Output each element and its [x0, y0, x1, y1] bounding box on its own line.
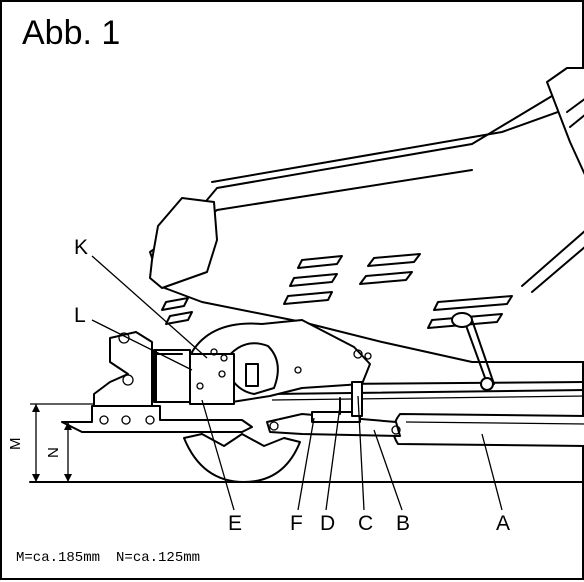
callout-l: L: [74, 304, 86, 327]
callout-f: F: [290, 512, 303, 535]
mount-plate-e: [153, 349, 191, 403]
front-roller: [183, 433, 301, 483]
rear-bar-a: [392, 413, 584, 447]
figure-title: Abb. 1: [22, 14, 121, 52]
callout-e: E: [228, 512, 242, 535]
link-arm-b: [266, 413, 401, 437]
front-bracket: [93, 331, 153, 407]
seat: [546, 67, 584, 176]
callout-c: C: [358, 512, 373, 535]
callout-d: D: [320, 512, 335, 535]
bracket-c: [351, 381, 363, 417]
dimension-n-value: N=ca.125mm: [116, 550, 201, 566]
dimension-n-label: N: [45, 447, 62, 458]
dimension-note: M=ca.185mm N=ca.125mm: [16, 550, 216, 566]
callout-b: B: [396, 512, 410, 535]
callout-k: K: [74, 236, 88, 259]
callout-a: A: [496, 512, 510, 535]
dimension-m-value: M=ca.185mm: [16, 550, 101, 566]
dimension-m-label: M: [7, 438, 24, 451]
front-deck: [61, 405, 253, 433]
front-nose: [149, 197, 218, 289]
mower-body: [149, 79, 584, 363]
